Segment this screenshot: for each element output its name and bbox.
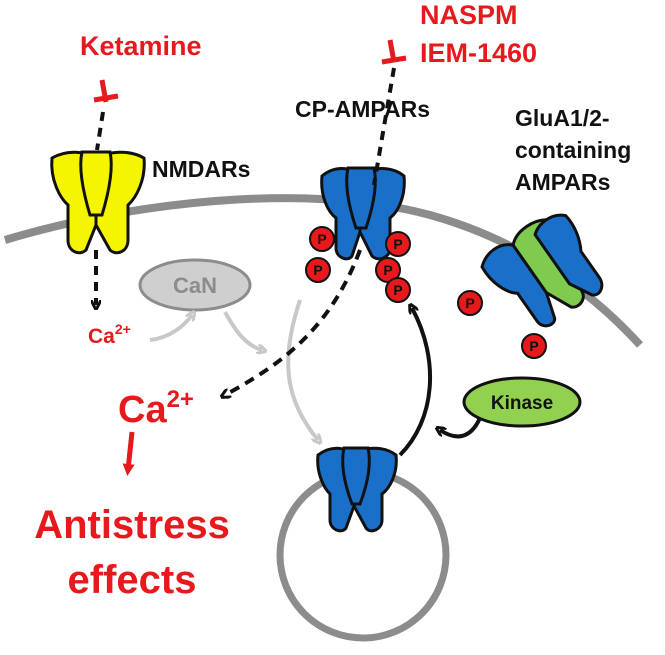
cp-ampar-ca-influx-arrow bbox=[225, 249, 362, 395]
glua-label-line2: containing bbox=[515, 137, 631, 163]
phospho-site bbox=[521, 333, 547, 359]
ca-small-text: Ca bbox=[88, 325, 115, 348]
phospho-label: P bbox=[465, 295, 474, 311]
ca-big-text: Ca bbox=[118, 389, 167, 431]
ketamine-dash-line bbox=[95, 111, 105, 151]
kinase-oval bbox=[462, 376, 582, 428]
cp-ampar-internalization-arrow bbox=[286, 299, 318, 440]
naspm-label: NASPM bbox=[420, 0, 518, 30]
antistress-label-line2: effects bbox=[68, 558, 197, 602]
ca-small-label: Ca2+ bbox=[88, 321, 131, 348]
phospho-label: P bbox=[317, 231, 326, 247]
ketamine-label: Ketamine bbox=[80, 31, 202, 61]
glua-label-line1: GluA1/2- bbox=[515, 105, 610, 131]
phospho-sites bbox=[305, 226, 547, 359]
cp-ampars-label: CP-AMPARs bbox=[295, 96, 430, 122]
glua12-ampar-channel bbox=[480, 213, 604, 328]
phospho-site bbox=[457, 290, 483, 316]
phospho-site bbox=[385, 277, 411, 303]
ketamine-inhibition-symbol bbox=[93, 79, 119, 103]
vesicle-to-membrane-arrow bbox=[398, 308, 432, 457]
naspm-dash-line bbox=[372, 67, 396, 186]
phospho-site bbox=[385, 231, 411, 257]
ca-to-can-arrow bbox=[149, 315, 192, 342]
antistress-label-line1: Antistress bbox=[34, 503, 230, 547]
ca-small-superscript: 2+ bbox=[115, 321, 131, 337]
can-to-membrane-arrow bbox=[223, 311, 262, 350]
internalized-ampar-channel bbox=[316, 446, 398, 533]
ca-to-antistress-arrow bbox=[122, 431, 135, 476]
can-label: CaN bbox=[173, 273, 217, 298]
ca-big-label: Ca2+ bbox=[118, 386, 194, 431]
glua-label-line3: AMPARs bbox=[515, 169, 610, 195]
kinase-to-vesicle-arrow bbox=[440, 417, 482, 439]
ca-big-superscript: 2+ bbox=[167, 386, 194, 413]
phospho-label: P bbox=[529, 338, 538, 354]
naspm-inhibition-symbol bbox=[381, 39, 407, 65]
cp-ampar-channel bbox=[320, 166, 406, 261]
nmdars-label: NMDARs bbox=[152, 156, 250, 182]
phospho-label: P bbox=[393, 282, 402, 298]
nmdar-channel bbox=[50, 150, 146, 255]
phospho-label: P bbox=[393, 236, 402, 252]
phospho-site bbox=[305, 257, 331, 283]
phospho-label: P bbox=[313, 262, 322, 278]
iem-1460-label: IEM-1460 bbox=[420, 38, 537, 68]
phospho-label: P bbox=[383, 262, 392, 278]
kinase-label: Kinase bbox=[491, 393, 553, 414]
phospho-site bbox=[309, 226, 335, 252]
